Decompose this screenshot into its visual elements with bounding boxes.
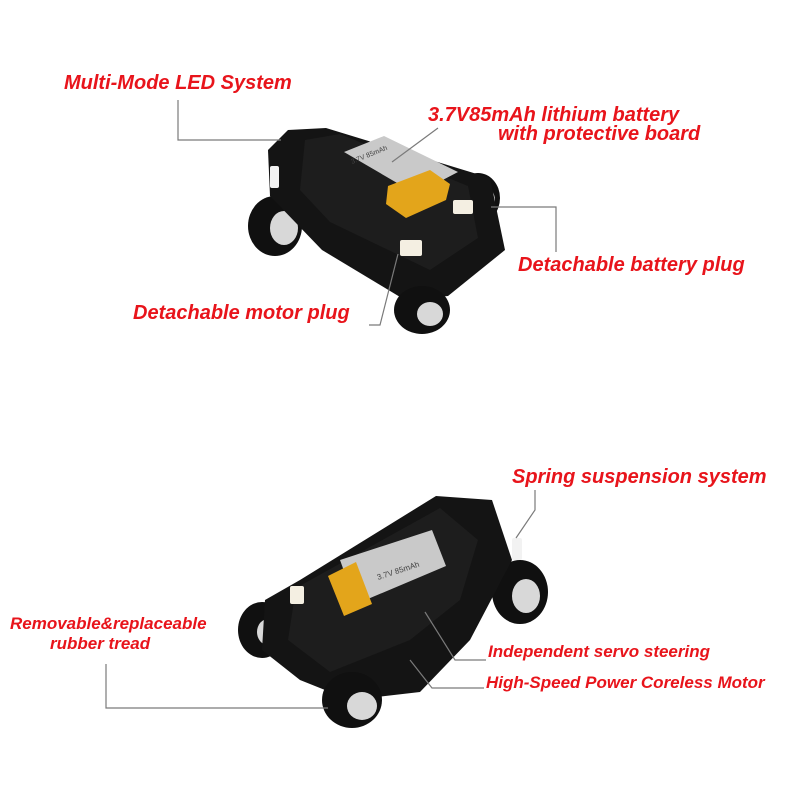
tread-label-line1: Removable&replaceable	[10, 614, 207, 633]
suspension-label: Spring suspension system	[512, 466, 767, 488]
bottom-car: 3.7V 85mAh	[238, 496, 548, 728]
bottom-front-wheel	[322, 672, 382, 728]
battery-label-line1: 3.7V85mAh lithium battery	[428, 104, 680, 126]
servo-steering-label: Independent servo steering	[488, 642, 710, 661]
led-system-label: Multi-Mode LED System	[64, 72, 292, 94]
tread-label-line2: rubber tread	[50, 634, 151, 653]
bottom-rear-right-wheel	[492, 560, 548, 624]
top-motor-plug-part	[400, 240, 422, 256]
leader-suspension-bottom	[515, 490, 536, 539]
leader-tread-bottom	[105, 664, 328, 709]
motor-plug-label: Detachable motor plug	[133, 302, 350, 324]
bottom-side-plug-part	[290, 586, 304, 604]
leader-battery-plug-top	[491, 206, 557, 252]
top-car: 3.7V 85mAh	[248, 128, 505, 334]
leader-battery-top	[391, 127, 439, 163]
top-battery-wrap	[386, 170, 450, 218]
leader-motor-plug-top	[369, 253, 399, 326]
bottom-led-block	[512, 538, 522, 560]
bottom-battery-wrap	[328, 562, 372, 616]
leader-servo-bottom	[424, 611, 486, 661]
bottom-battery	[340, 530, 446, 604]
leader-lines	[105, 100, 557, 709]
battery-plug-label: Detachable battery plug	[518, 254, 745, 276]
leader-led-top	[177, 100, 281, 141]
top-front-wheel	[394, 286, 450, 334]
leader-motor-bottom	[409, 659, 484, 689]
top-battery-plug-part	[453, 200, 473, 214]
coreless-motor-label: High-Speed Power Coreless Motor	[486, 673, 765, 692]
top-led-block	[270, 166, 279, 188]
battery-label-line2: with protective board	[498, 123, 701, 145]
